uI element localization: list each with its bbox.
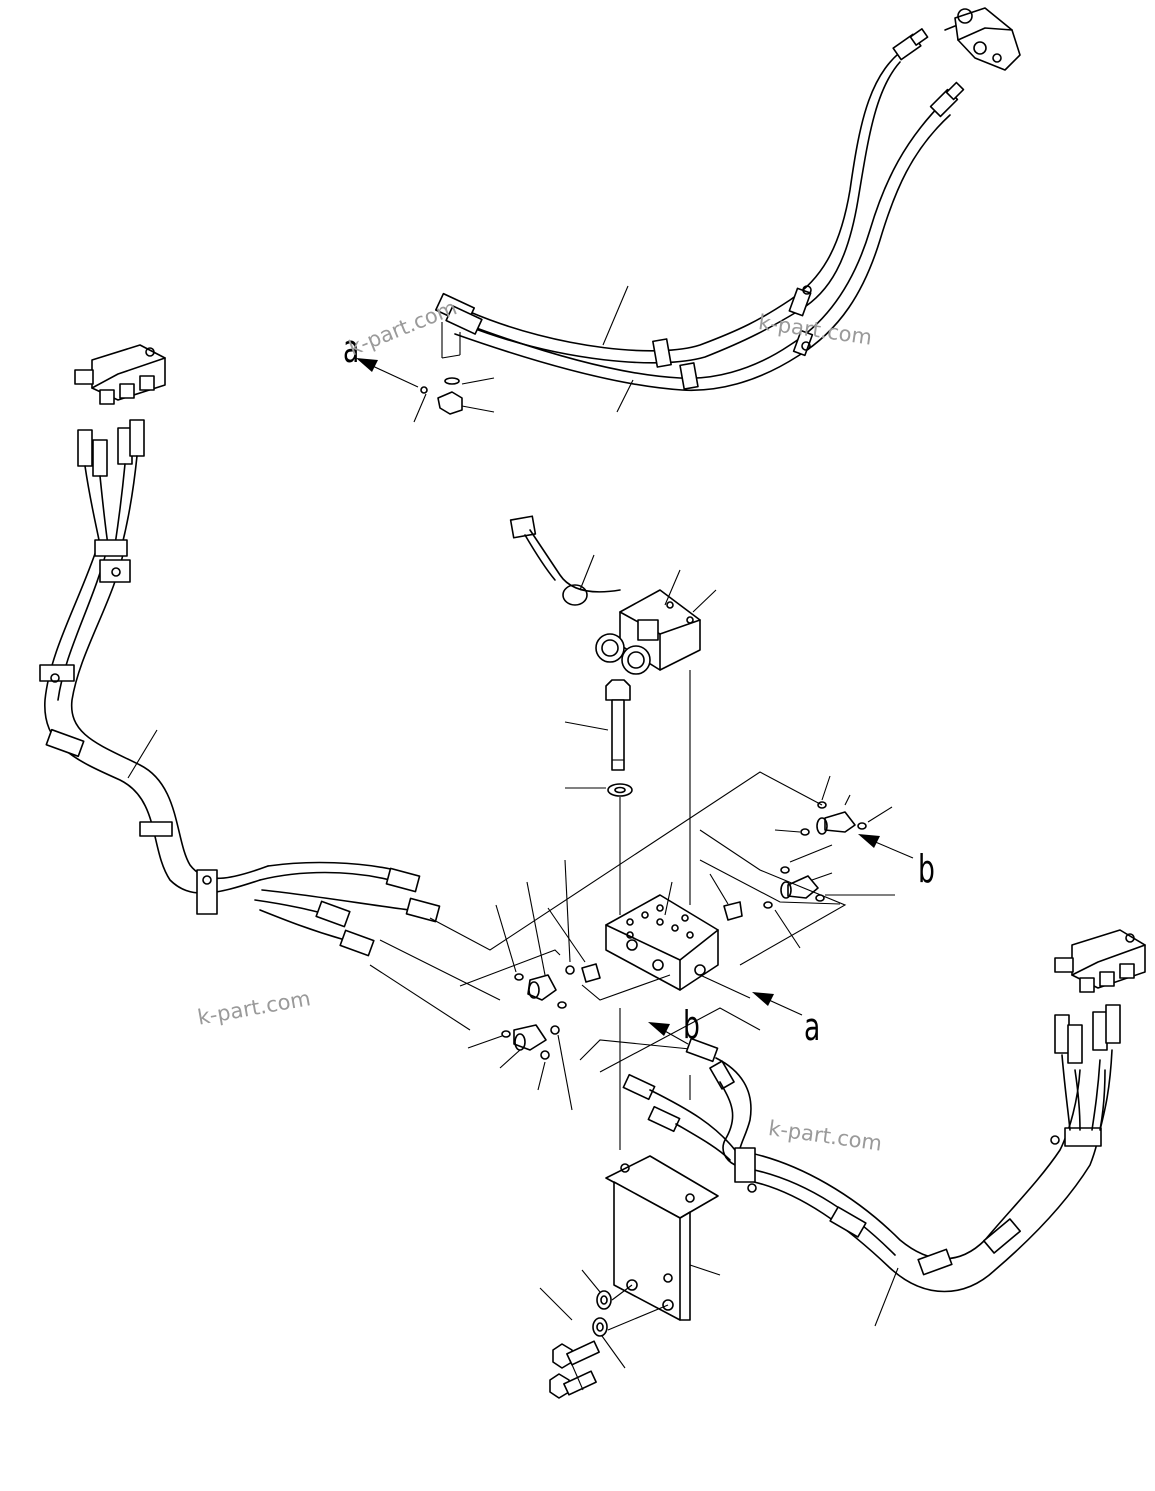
right-fittings-upper xyxy=(709,775,895,949)
left-hose-assembly xyxy=(39,344,441,957)
solenoid-valve xyxy=(509,515,717,675)
right-hose-assembly xyxy=(622,929,1146,1327)
top-right-valve-block xyxy=(944,7,1021,71)
callout-letter-a-center: a xyxy=(804,1005,821,1049)
top-hose-lower xyxy=(454,81,965,392)
left-valve-block xyxy=(74,344,166,405)
callout-letter-b-center: b xyxy=(683,1003,700,1047)
top-hose-assembly xyxy=(356,7,1021,423)
routing-guide-lines xyxy=(369,771,847,1150)
mounting-bolt xyxy=(564,670,691,915)
mounting-bracket xyxy=(605,1155,721,1321)
callout-letter-b-right: b xyxy=(918,847,935,891)
top-hose-upper xyxy=(464,28,929,364)
bracket-bolts xyxy=(539,1269,669,1399)
manifold-block xyxy=(605,881,719,991)
left-fittings xyxy=(467,859,601,1111)
callout-letter-a-top: a xyxy=(343,327,360,371)
